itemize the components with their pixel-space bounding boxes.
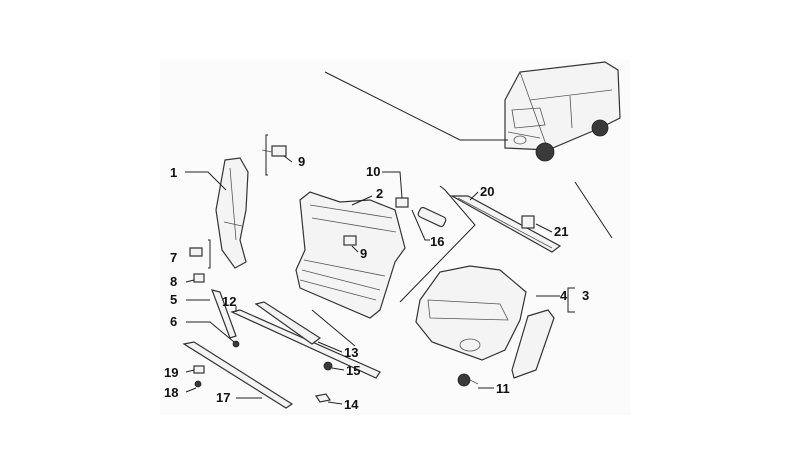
van-reference-line-lower — [574, 181, 613, 239]
reference-line-grille — [399, 185, 476, 303]
callout-5: 5 — [170, 292, 177, 307]
leader-9-top — [283, 155, 293, 163]
part-13-mesh-insert — [254, 301, 322, 345]
part-19-clip — [193, 365, 205, 374]
part-15-plug — [323, 361, 333, 371]
leader-2 — [351, 195, 373, 206]
part-20-upper-strip — [449, 195, 562, 253]
bracket-3-4 — [567, 287, 575, 313]
callout-8: 8 — [170, 274, 177, 289]
leader-15 — [331, 367, 345, 371]
callout-9-top: 9 — [298, 154, 305, 169]
callout-20: 20 — [480, 184, 494, 199]
callout-10: 10 — [366, 164, 380, 179]
leader-9-mid — [351, 245, 359, 253]
leader-20 — [469, 191, 479, 201]
van-reference-line — [324, 71, 508, 141]
callout-19: 19 — [164, 365, 178, 380]
part-6-screw — [232, 340, 240, 348]
leader-13 — [317, 341, 343, 353]
callout-9-middle: 9 — [360, 246, 367, 261]
leader-21 — [535, 223, 553, 233]
leader-14 — [327, 401, 343, 405]
leader-6 — [186, 321, 235, 343]
callout-14: 14 — [344, 397, 359, 412]
callout-3: 3 — [582, 288, 589, 303]
callout-21: 21 — [554, 224, 568, 239]
leader-1 — [185, 171, 227, 191]
part-10-clip — [395, 197, 409, 208]
part-16-trim — [417, 206, 447, 228]
callout-18: 18 — [164, 385, 178, 400]
part-8-clip — [193, 273, 205, 283]
callout-2: 2 — [376, 186, 383, 201]
callout-12: 12 — [222, 294, 236, 309]
part-14-clip — [315, 393, 331, 403]
leader-8 — [185, 279, 195, 283]
callout-6: 6 — [170, 314, 177, 329]
callout-17: 17 — [216, 390, 230, 405]
bracket-9-top — [265, 134, 268, 176]
van-reference-illustration — [504, 61, 621, 162]
reference-line-lower — [311, 309, 356, 347]
callout-15: 15 — [346, 363, 360, 378]
part-9-clip-middle — [343, 235, 357, 246]
part-18-screw — [194, 380, 202, 388]
leader-16 — [411, 209, 430, 241]
part-7-bracket — [189, 239, 211, 269]
callout-16: 16 — [430, 234, 444, 249]
leader-19 — [185, 369, 195, 373]
part-21-clip — [521, 215, 535, 229]
part-4-side-cover — [511, 309, 555, 379]
callout-7: 7 — [170, 250, 177, 265]
part-2-grille-frame — [295, 191, 406, 319]
callout-4: 4 — [560, 288, 568, 303]
leader-10 — [382, 171, 403, 199]
callout-11: 11 — [496, 381, 510, 396]
part-5-strip — [211, 289, 237, 339]
part-12-lower-strip — [230, 309, 381, 379]
leader-18 — [185, 387, 197, 393]
part-3-headlamp-assembly — [415, 265, 527, 361]
callout-1: 1 — [170, 165, 177, 180]
part-11-connector — [457, 373, 479, 387]
part-1-side-panel — [215, 157, 249, 269]
callout-13: 13 — [344, 345, 358, 360]
part-17-lower-trim — [182, 341, 294, 409]
part-9-clip-top — [261, 145, 287, 157]
